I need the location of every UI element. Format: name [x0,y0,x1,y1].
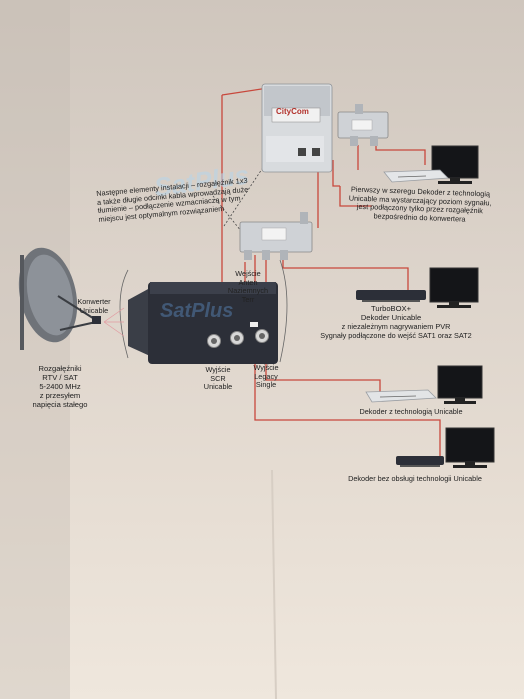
tv-4-icon [445,427,495,468]
amplifier-icon [261,83,333,173]
splitter-rtv-label: Rozgałęźniki RTV / SAT 5-2400 MHz z prze… [32,364,88,409]
lnb-brace [119,269,129,359]
fold-line [271,469,277,699]
note-pointer [212,195,242,232]
fold-shadow [0,0,70,699]
lnb-converter-icon [128,282,278,364]
turbobox-icon [356,290,426,302]
satellite-dish-icon [18,247,125,350]
turbobox-label: TurboBOX+ Dekoder Unicable [360,304,422,322]
pvr-note: z niezależnym nagrywaniem PVR Sygnały po… [320,322,472,340]
legacy-output-label: Wyjście Legacy Single [253,363,279,390]
tv-3-icon [437,365,483,404]
terrestrial-input-label: Wejście Anten Naziemnych Terr [227,269,269,304]
receiver-1-icon [383,169,449,183]
lnb-watermark: SatPlus [160,300,234,322]
legacy-decoder-icon [396,456,444,467]
tv-2-icon [429,267,479,308]
no-unicable-decoder-label: Dekoder bez obsługi technologii Unicable [348,474,482,483]
converter-label: Konwerter Unicable [77,297,111,315]
scr-output-label: Wyjście SCR Unicable [203,365,233,392]
note-pointer [223,159,269,227]
unicable-decoder-icon [365,389,437,403]
splitter-2way-icon [337,104,389,146]
amplifier-brand: CityCom [276,107,309,116]
first-decoder-note: Pierwszy w szeregu Dekoder z technologią… [348,184,492,224]
splitter-3way-icon [239,212,313,260]
unicable-decoder-label: Dekoder z technologią Unicable [359,407,463,416]
lnb-brace [279,259,288,363]
